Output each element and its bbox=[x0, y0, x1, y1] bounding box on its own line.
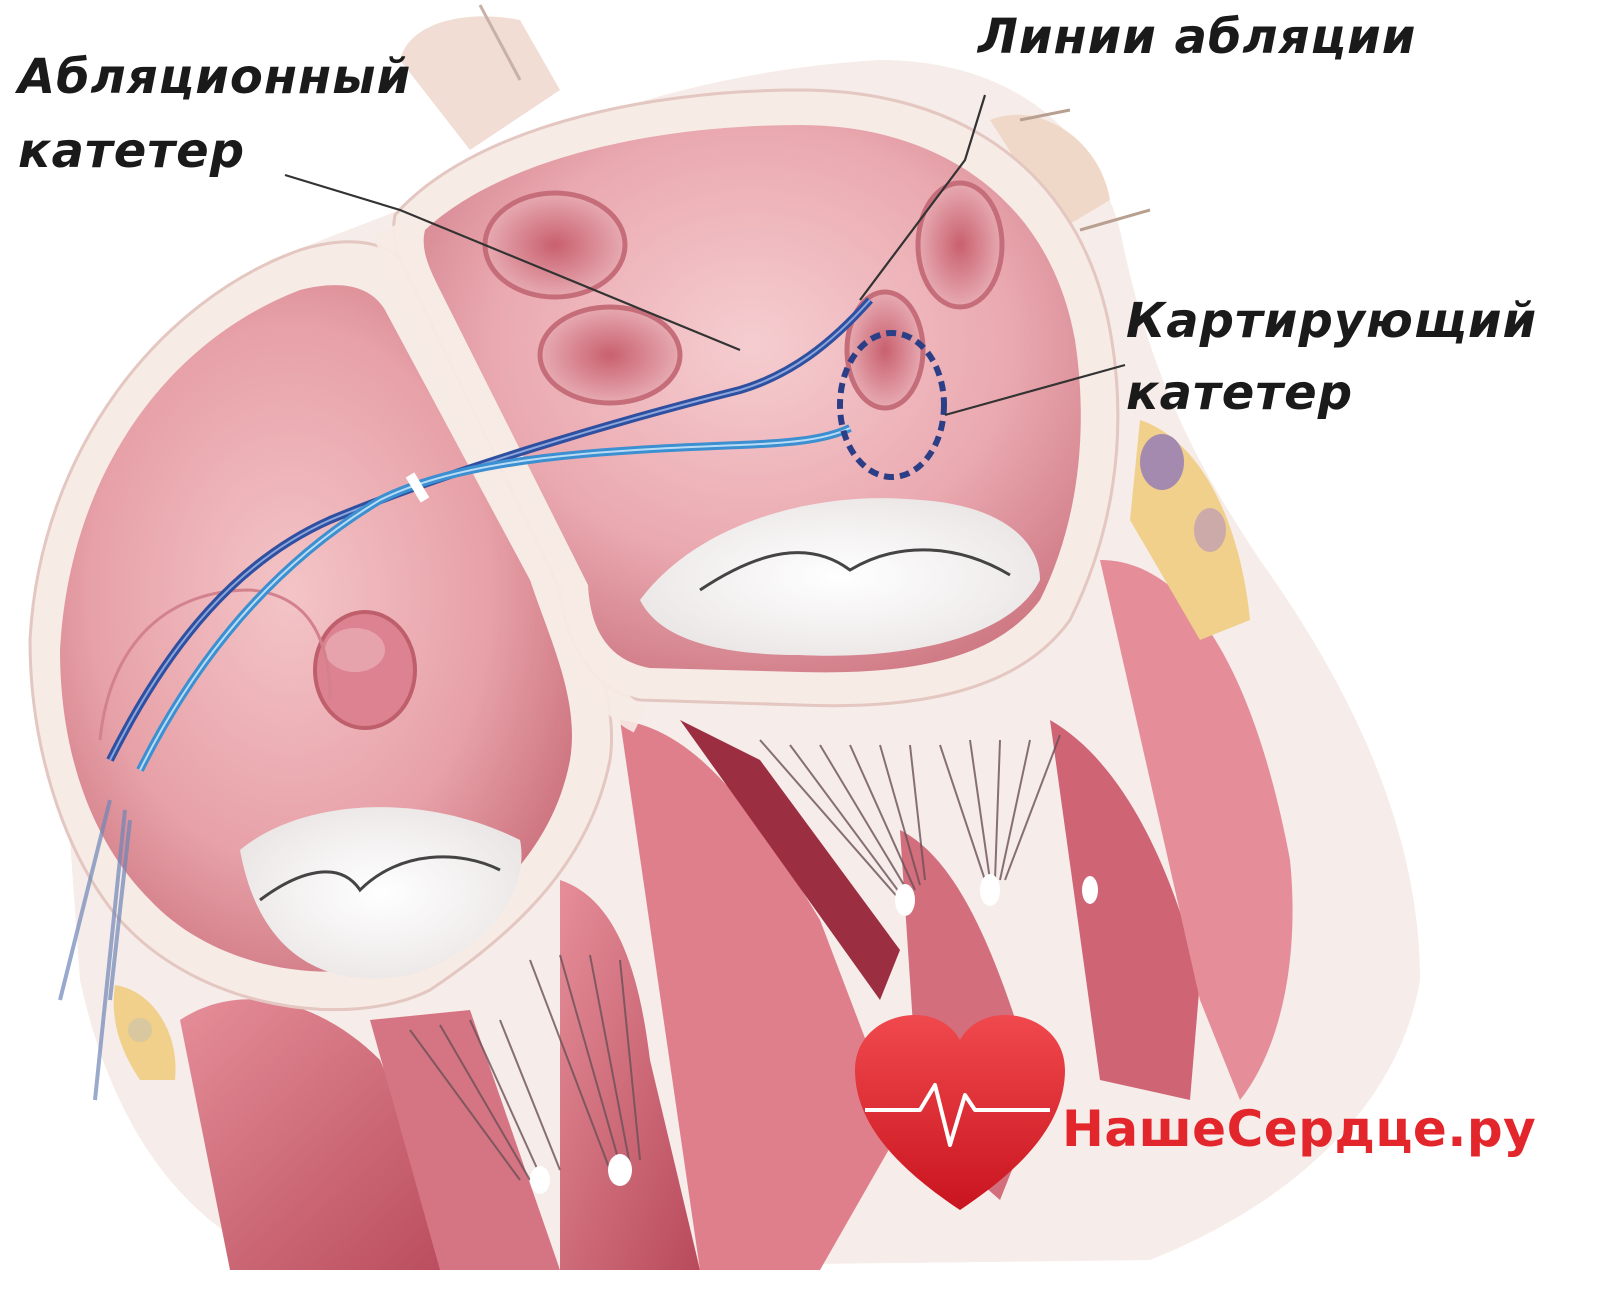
pv-ostium-1 bbox=[485, 193, 625, 297]
watermark-text: НашеСердце.ру bbox=[1062, 1100, 1536, 1158]
label-ablation-lines: Линии абляции bbox=[978, 8, 1416, 66]
label-ablation-catheter-line1: Абляционный bbox=[18, 48, 411, 106]
label-mapping-catheter-line2: катетер bbox=[1126, 364, 1537, 422]
label-ablation-catheter-line2: катетер bbox=[18, 122, 411, 180]
label-mapping-catheter: Картирующий катетер bbox=[1126, 292, 1537, 422]
label-mapping-catheter-line1: Картирующий bbox=[1126, 292, 1537, 350]
pv-ostium-2 bbox=[540, 307, 680, 403]
label-ablation-catheter: Абляционный катетер bbox=[18, 48, 411, 180]
pv-ostium-3 bbox=[918, 183, 1002, 307]
